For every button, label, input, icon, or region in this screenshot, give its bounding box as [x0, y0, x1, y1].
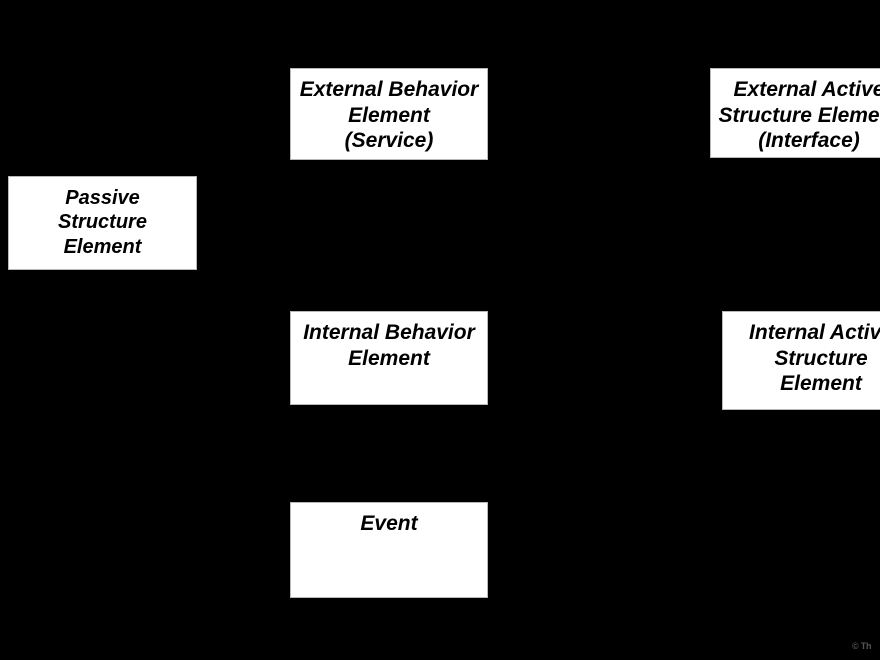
node-label-internal-active-structure-element: Internal Active Structure Element	[749, 321, 880, 396]
node-internal-active-structure-element[interactable]: Internal Active Structure Element	[722, 311, 880, 410]
node-label-passive-structure-element: Passive Structure Element	[58, 187, 147, 258]
node-label-internal-behavior-element: Internal Behavior Element	[303, 321, 475, 370]
node-label-event-element: Event	[360, 512, 418, 535]
node-passive-structure-element[interactable]: Passive Structure Element	[8, 176, 197, 270]
node-external-behavior-element[interactable]: External Behavior Element (Service)	[290, 68, 488, 160]
node-label-external-active-structure-element: External Active Structure Element (Inter…	[718, 78, 880, 153]
node-internal-behavior-element[interactable]: Internal Behavior Element	[290, 311, 488, 405]
node-external-active-structure-element[interactable]: External Active Structure Element (Inter…	[710, 68, 880, 158]
node-label-external-behavior-element: External Behavior Element (Service)	[299, 78, 479, 153]
copyright-watermark: © Th	[852, 641, 872, 651]
node-event-element[interactable]: Event	[290, 502, 488, 598]
